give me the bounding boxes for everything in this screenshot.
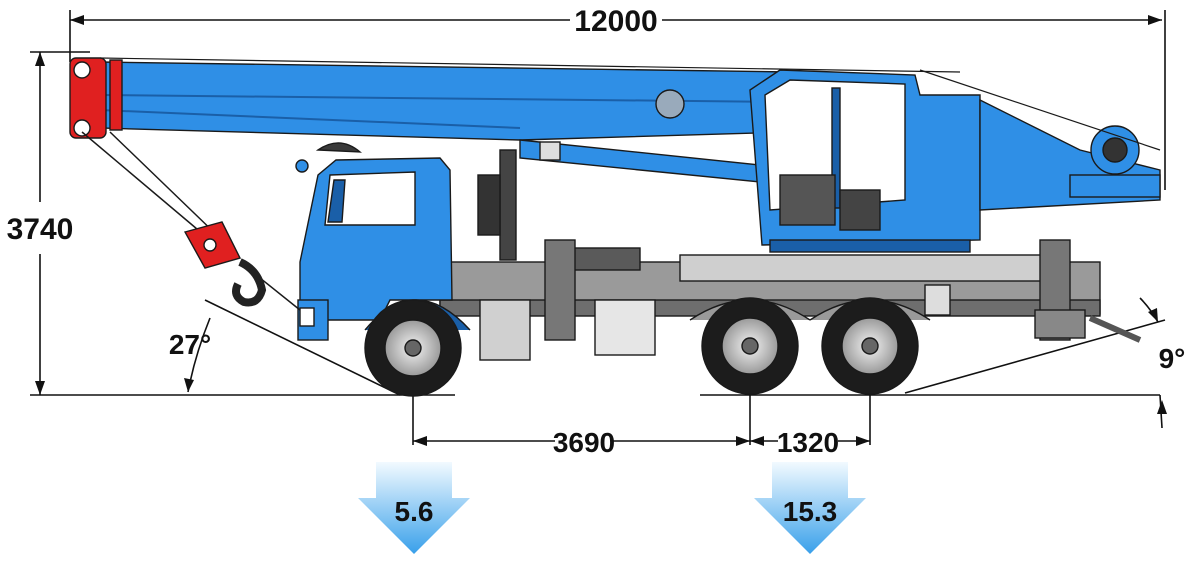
rear-wheel-2 [821, 297, 919, 395]
crane-hook-block [183, 221, 267, 307]
front-axle-load-label: 5.6 [395, 496, 434, 527]
departure-angle-label: 9° [1159, 343, 1186, 374]
overall-height-label: 3740 [7, 213, 74, 246]
boom-head [69, 57, 123, 139]
rear-wheel-1 [701, 297, 799, 395]
wheelbase-rear-label: 1320 [777, 427, 839, 458]
overall-length-label: 12000 [574, 5, 657, 38]
dimension-lines [30, 10, 1167, 446]
front-wheel [364, 299, 462, 397]
approach-angle-label: 27° [169, 329, 211, 360]
crane-truck-illustration [69, 57, 1161, 397]
front-axle-load-arrow [358, 462, 470, 554]
rear-axle-load-label: 15.3 [783, 496, 838, 527]
wheelbase-front-label: 3690 [553, 427, 615, 458]
rear-axle-load-arrow [754, 462, 866, 554]
